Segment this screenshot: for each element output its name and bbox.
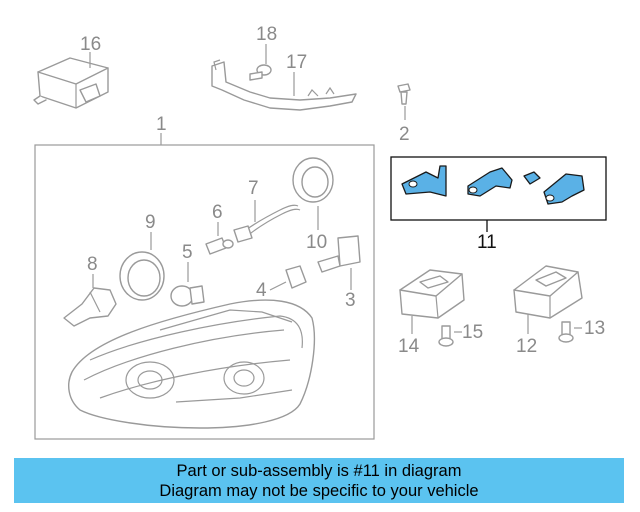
part-7-wiring[interactable] bbox=[233, 204, 301, 243]
callout-14: 14 bbox=[398, 336, 420, 357]
callout-6: 6 bbox=[212, 202, 223, 223]
callout-7: 7 bbox=[248, 178, 259, 199]
part-14-control-unit[interactable] bbox=[399, 269, 465, 319]
part-6-bulb[interactable] bbox=[205, 237, 234, 255]
part-10-cap[interactable] bbox=[292, 157, 334, 203]
callout-16: 16 bbox=[80, 34, 101, 55]
part-18-screw[interactable] bbox=[249, 64, 272, 81]
part-4-connector[interactable] bbox=[285, 265, 307, 289]
part-9-seal-ring[interactable] bbox=[119, 251, 165, 301]
part-8-socket[interactable] bbox=[63, 287, 117, 327]
callout-11: 11 bbox=[477, 232, 497, 253]
part-1-headlamp-housing[interactable] bbox=[68, 299, 316, 429]
part-1-assembly-frame bbox=[34, 144, 375, 440]
part-11-kit-frame bbox=[390, 156, 607, 221]
callout-17: 17 bbox=[286, 52, 307, 73]
callout-15: 15 bbox=[462, 322, 483, 343]
callout-18: 18 bbox=[256, 24, 277, 45]
callout-3: 3 bbox=[345, 290, 356, 311]
callout-2: 2 bbox=[399, 124, 410, 145]
callout-10: 10 bbox=[306, 232, 327, 253]
callout-1: 1 bbox=[156, 114, 167, 135]
part-16-control-module[interactable] bbox=[33, 57, 109, 109]
part-2-bolt[interactable] bbox=[397, 83, 411, 105]
banner-line-1: Part or sub-assembly is #11 in diagram bbox=[176, 462, 462, 480]
callout-12: 12 bbox=[516, 336, 537, 357]
part-11-brackets[interactable] bbox=[401, 165, 585, 205]
part-17-bracket[interactable] bbox=[211, 59, 357, 111]
part-12-control-unit[interactable] bbox=[513, 265, 583, 319]
part-13-screw[interactable] bbox=[558, 321, 574, 343]
callout-13: 13 bbox=[584, 318, 605, 339]
banner-line-2: Diagram may not be specific to your vehi… bbox=[159, 482, 479, 500]
callout-5: 5 bbox=[182, 242, 193, 263]
part-15-screw[interactable] bbox=[438, 325, 454, 347]
callout-4: 4 bbox=[256, 280, 267, 301]
part-3-bulb[interactable] bbox=[317, 235, 361, 273]
info-banner: Part or sub-assembly is #11 in diagram D… bbox=[14, 458, 624, 503]
part-5-bulb[interactable] bbox=[170, 285, 205, 307]
callout-9: 9 bbox=[145, 212, 156, 233]
callout-8: 8 bbox=[87, 254, 98, 275]
